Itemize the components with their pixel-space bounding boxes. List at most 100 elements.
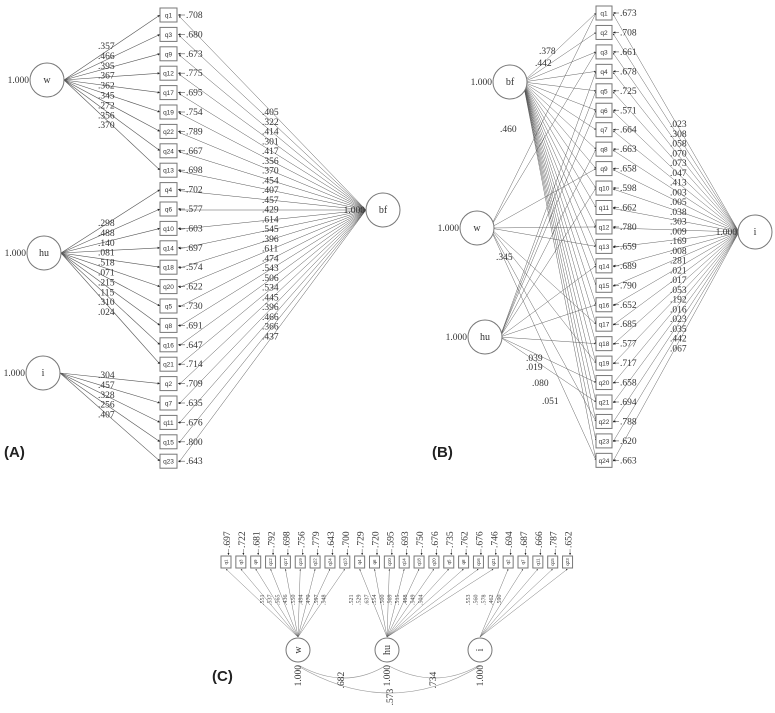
item-box-q4 [354, 555, 366, 569]
item-label: q6 [372, 559, 377, 565]
bf-loading-label: .396 [262, 235, 279, 245]
i-loading-label: .303 [670, 218, 687, 228]
i-loading-path [612, 231, 740, 443]
i-loading-path [612, 13, 740, 233]
w-loading-path [63, 79, 161, 132]
w-loading-path [489, 227, 597, 364]
item-box-q21 [159, 356, 178, 372]
item-box-q1 [595, 5, 613, 21]
hu-loading-path [386, 568, 420, 638]
item-box-q23 [159, 453, 178, 469]
hu-loading-label: .515 [395, 595, 401, 606]
item-box-q5 [443, 555, 455, 569]
error-variance: .662 [620, 204, 637, 214]
item-box-q3 [595, 44, 613, 60]
w-loading-path [63, 79, 161, 171]
error-variance: .722 [238, 531, 248, 548]
item-label: q21 [599, 400, 610, 407]
factor-name: w [473, 223, 481, 234]
item-label: q23 [163, 459, 174, 466]
i-loading-path [612, 111, 740, 233]
item-box-q19 [294, 555, 306, 569]
factor-variance: 1.000 [476, 665, 486, 687]
i-loading-label: .023 [670, 120, 687, 130]
w-loading-label: .550 [291, 595, 297, 606]
item-box-q22 [309, 555, 321, 569]
error-variance: .658 [620, 379, 637, 389]
panel-c-label: (C) [212, 668, 233, 685]
item-box-q23 [595, 433, 613, 449]
hu-loading-path [499, 187, 597, 338]
hu-loading-path [499, 336, 597, 383]
item-box-q5 [595, 83, 613, 99]
item-label: q23 [565, 558, 570, 566]
w-loading-label: .272 [98, 101, 115, 111]
item-label: q5 [600, 88, 608, 95]
correlation-hu-i [388, 665, 479, 679]
error-variance: .663 [620, 145, 637, 155]
bf-loading-label: .414 [262, 128, 279, 138]
hu-loading-label: .310 [98, 298, 115, 308]
i-loading-label: .058 [670, 140, 687, 150]
w-loading-label: .345 [98, 92, 115, 102]
panel-b-label: (B) [432, 444, 453, 461]
item-box-q18 [595, 336, 613, 352]
error-variance: .691 [186, 321, 203, 331]
item-box-q8 [458, 555, 470, 569]
bf-loading-label: .545 [262, 225, 279, 235]
i-loading-path [612, 227, 740, 233]
factor-variance: 1.000 [5, 249, 27, 259]
item-label: q5 [446, 559, 451, 565]
item-label: q11 [599, 205, 610, 212]
error-variance: .663 [620, 456, 637, 466]
w-loading-path [284, 568, 299, 638]
item-label: q20 [599, 380, 610, 387]
factor-variance: 1.000 [294, 665, 304, 687]
bf-loading-path [178, 209, 367, 463]
item-label: q4 [600, 69, 608, 76]
item-label: q14 [163, 245, 174, 252]
item-label: q15 [550, 558, 555, 566]
bf-loading-path [522, 81, 597, 364]
i-loading-path [612, 33, 740, 233]
error-variance: .709 [186, 380, 203, 390]
bf-loading-label: .454 [262, 176, 279, 186]
error-variance: .689 [620, 262, 637, 272]
item-label: q11 [163, 420, 174, 427]
bf-loading-path [178, 209, 367, 385]
bf-loading-path [522, 81, 597, 169]
bf-loading-path [178, 209, 367, 443]
hu-loading-path [499, 304, 597, 338]
i-loading-path [612, 231, 740, 365]
item-label: q13 [599, 244, 610, 251]
i-loading-label: .328 [98, 391, 115, 401]
item-box-q11 [595, 200, 613, 215]
item-label: q9 [165, 51, 173, 58]
item-box-q15 [159, 434, 178, 450]
factor-hu [374, 637, 400, 663]
i-loading-label: .590 [497, 595, 503, 606]
error-variance: .750 [416, 531, 426, 548]
item-box-q22 [159, 123, 178, 139]
bf-loading-path [178, 209, 367, 366]
factor-variance: 1.000 [471, 78, 493, 88]
item-label: q16 [476, 558, 481, 566]
item-label: q10 [387, 558, 392, 566]
i-loading-path [59, 372, 161, 385]
error-variance: .720 [372, 531, 382, 548]
error-variance: .681 [253, 531, 263, 548]
bf-loading-label: .417 [262, 147, 279, 157]
bf-loading-label: .405 [262, 108, 279, 118]
bf-loading-label: .445 [262, 293, 279, 303]
i-loading-path [59, 372, 161, 404]
i-loading-path [612, 231, 740, 404]
w-loading-label: .551 [260, 595, 266, 606]
i-loading-path [612, 231, 740, 287]
item-label: q18 [599, 341, 610, 348]
i-loading-label: .304 [98, 371, 115, 381]
item-label: q24 [327, 558, 332, 566]
item-box-q10 [595, 180, 613, 196]
item-label: q1 [600, 11, 608, 18]
error-variance: .574 [186, 263, 203, 273]
i-loading-path [479, 568, 509, 638]
